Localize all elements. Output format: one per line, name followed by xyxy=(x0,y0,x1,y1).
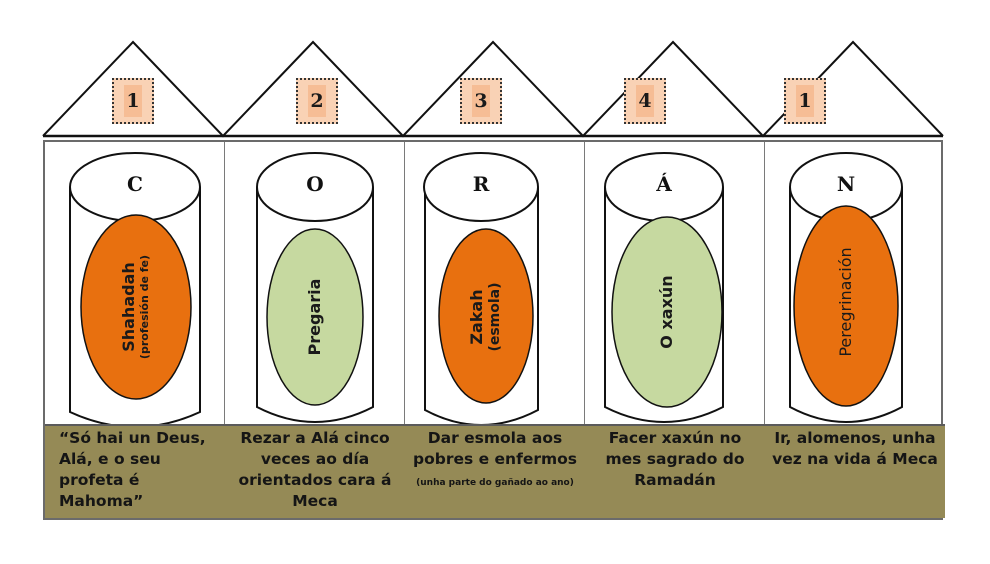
ellipse-title: Pregaria xyxy=(305,278,324,356)
ellipse-green xyxy=(266,228,364,406)
cylinder-icon xyxy=(69,152,201,424)
description-text: Ir, alomenos, unha vez na vida á Meca xyxy=(772,429,938,468)
cylinder-icon xyxy=(423,152,539,424)
cylinder-icon xyxy=(256,152,374,423)
ellipse-subtitle: (esmola) xyxy=(487,282,503,352)
description-text: Rezar a Alá cinco veces ao día orientado… xyxy=(238,429,392,510)
roof-number: 3 xyxy=(472,85,490,117)
roof-number-badge: 1 xyxy=(112,78,154,124)
roof-number: 1 xyxy=(124,85,142,117)
cylinder-icon xyxy=(604,152,724,423)
ellipse-label: Peregrinación xyxy=(826,212,866,392)
roof-number: 2 xyxy=(308,85,326,117)
ellipse-subtitle: (profesión de fe) xyxy=(137,254,151,360)
pillars-frame: C Shahadah (profesión de fe) “Só hai un … xyxy=(43,140,945,520)
ellipse-label: Shahadah (profesión de fe) xyxy=(115,217,155,397)
description-note: (unha parte do gañado ao ano) xyxy=(416,478,574,488)
pillar-xaxun: Á O xaxún Facer xaxún no mes sagrado do … xyxy=(585,142,765,518)
pillar-description: Ir, alomenos, unha vez na vida á Meca xyxy=(765,424,945,518)
ellipse-label: O xaxún xyxy=(647,222,687,402)
ellipse-label: Zakah (esmola) xyxy=(466,227,506,407)
pillar-pregaria: O Pregaria Rezar a Alá cinco veces ao dí… xyxy=(225,142,405,518)
ellipse-orange xyxy=(438,228,534,404)
ellipse-title: O xaxún xyxy=(657,275,676,349)
ellipse-orange xyxy=(80,214,192,400)
pillar-letter: O xyxy=(306,172,324,196)
roof-number-badge: 3 xyxy=(460,78,502,124)
pillar-letter: Á xyxy=(656,172,672,196)
pillar-letter: C xyxy=(127,172,143,196)
ellipse-orange xyxy=(793,205,899,407)
pillar-peregrinacion: N Peregrinación Ir, alomenos, unha vez n… xyxy=(765,142,945,518)
ellipse-title: Shahadah xyxy=(118,262,138,352)
cylinder-icon xyxy=(789,152,903,423)
roof-number-badge: 4 xyxy=(624,78,666,124)
ellipse-green xyxy=(611,216,723,408)
pillar-letter: N xyxy=(836,172,856,196)
pillar-description: “Só hai un Deus, Alá, e o seu profeta é … xyxy=(45,424,225,518)
pillar-zakah: R Zakah (esmola) Dar esmola aos pobres e… xyxy=(405,142,585,518)
description-text: Dar esmola aos pobres e enfermos xyxy=(413,429,577,468)
roof-number: 4 xyxy=(636,85,654,117)
ellipse-title: Peregrinación xyxy=(836,247,855,357)
pillar-shahadah: C Shahadah (profesión de fe) “Só hai un … xyxy=(45,142,225,518)
ellipse-title: Zakah xyxy=(467,289,486,345)
pillar-description: Rezar a Alá cinco veces ao día orientado… xyxy=(225,424,405,518)
roof-number-badge: 2 xyxy=(296,78,338,124)
pillar-description: Dar esmola aos pobres e enfermos (unha p… xyxy=(405,424,585,518)
pillar-description: Facer xaxún no mes sagrado do Ramadán xyxy=(585,424,765,518)
description-text: “Só hai un Deus, Alá, e o seu profeta é … xyxy=(59,429,206,510)
description-text: Facer xaxún no mes sagrado do Ramadán xyxy=(605,429,745,489)
roof-number: 1 xyxy=(796,85,814,117)
ellipse-label: Pregaria xyxy=(295,227,335,407)
roof-number-badge: 1 xyxy=(784,78,826,124)
pillar-letter: R xyxy=(472,172,490,196)
